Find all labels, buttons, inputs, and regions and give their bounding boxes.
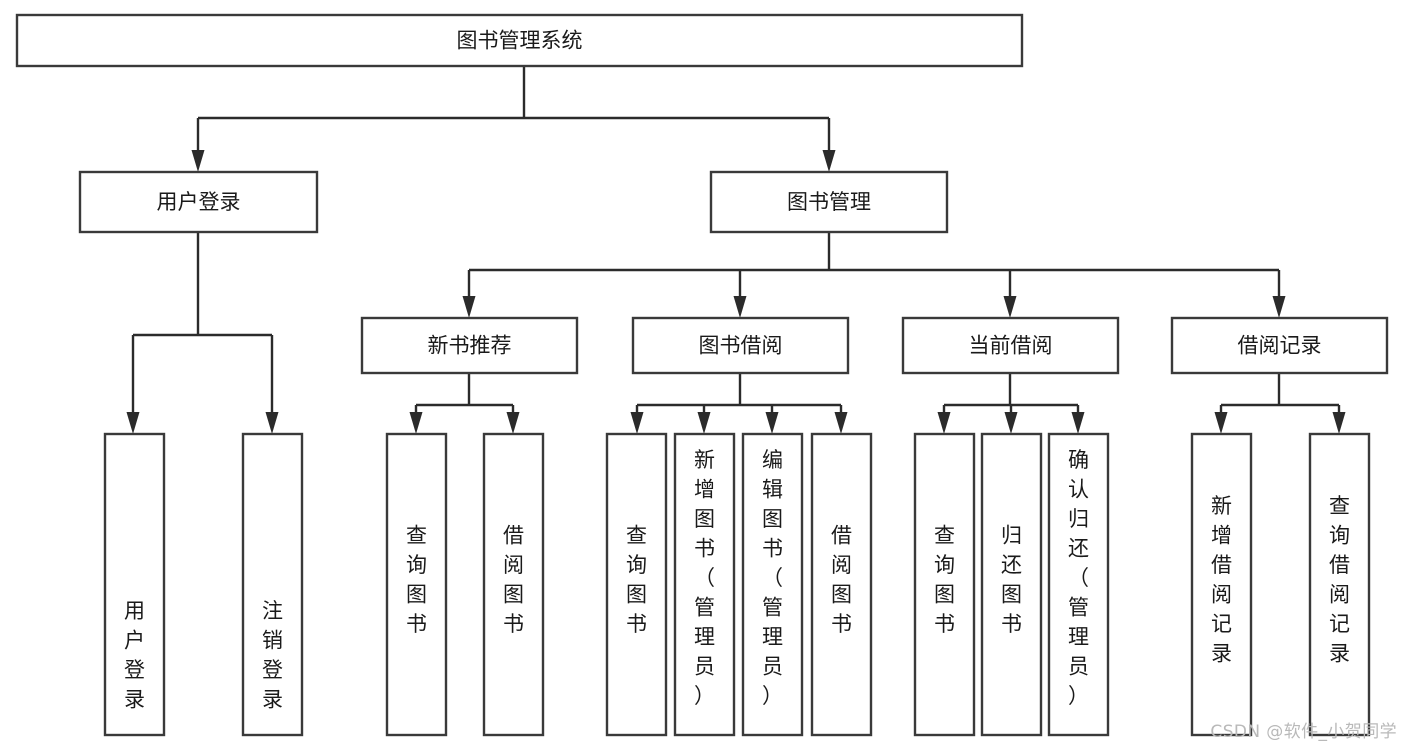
arrow-head-icon [1003, 296, 1017, 318]
node-label: 当前借阅 [969, 334, 1053, 358]
connector-layer [126, 66, 1346, 434]
node-label: 查询借阅记录 [1329, 494, 1350, 666]
level3-node-new-book-recommend[interactable]: 新书推荐 [360, 316, 579, 375]
node-box[interactable] [360, 316, 579, 375]
node-label: 用户登录 [124, 599, 145, 712]
level3-node-current-borrow[interactable]: 当前借阅 [901, 316, 1120, 375]
node-box[interactable] [482, 432, 545, 737]
connector-bus-new-book-recommend [409, 373, 520, 434]
node-label: 编辑图书（管理员） [762, 448, 783, 708]
leaf-node-leaf-query-borrow-record[interactable]: 查询借阅记录 [1308, 432, 1371, 737]
arrow-head-icon [733, 296, 747, 318]
node-label: 查询图书 [406, 524, 427, 637]
node-label: 用户登录 [157, 190, 241, 214]
arrow-head-icon [462, 296, 476, 318]
arrow-head-icon [506, 412, 520, 434]
arrow-head-icon [697, 412, 711, 434]
node-box[interactable] [78, 170, 319, 234]
node-box[interactable] [1170, 316, 1389, 375]
node-box[interactable] [709, 170, 949, 234]
node-box[interactable] [605, 432, 668, 737]
leaf-node-leaf-query-book-borrow[interactable]: 查询图书 [605, 432, 668, 737]
watermark-label: CSDN @软件_小贺同学 [1210, 722, 1397, 742]
leaf-node-leaf-add-borrow-record[interactable]: 新增借阅记录 [1190, 432, 1253, 737]
connector-bus-root [191, 66, 836, 172]
node-box[interactable] [241, 432, 304, 737]
arrow-head-icon [937, 412, 951, 434]
node-label: 借阅图书 [503, 524, 524, 637]
node-label: 图书管理系统 [457, 29, 583, 53]
node-label: 图书管理 [787, 190, 871, 214]
connector-bus-current-borrow [937, 373, 1085, 434]
node-box[interactable] [741, 432, 804, 737]
arrow-head-icon [409, 412, 423, 434]
node-box[interactable] [810, 432, 873, 737]
arrow-head-icon [1071, 412, 1085, 434]
node-box[interactable] [1308, 432, 1371, 737]
leaf-node-leaf-return-book[interactable]: 归还图书 [980, 432, 1043, 737]
leaf-node-leaf-user-login[interactable]: 用户登录 [103, 432, 166, 737]
node-box[interactable] [1047, 432, 1110, 737]
arrow-head-icon [126, 412, 140, 434]
node-box[interactable] [15, 13, 1024, 68]
node-box[interactable] [103, 432, 166, 737]
node-label: 图书借阅 [699, 334, 783, 358]
node-box[interactable] [1190, 432, 1253, 737]
node-label: 新增借阅记录 [1211, 494, 1232, 666]
arrow-head-icon [1004, 412, 1018, 434]
arrow-head-icon [191, 150, 205, 172]
arrow-head-icon [630, 412, 644, 434]
node-label: 借阅图书 [831, 524, 852, 637]
node-label: 查询图书 [934, 524, 955, 637]
arrow-head-icon [265, 412, 279, 434]
arrow-head-icon [765, 412, 779, 434]
node-label: 借阅记录 [1238, 334, 1322, 358]
node-label: 注销登录 [262, 599, 283, 712]
level3-node-book-borrow[interactable]: 图书借阅 [631, 316, 850, 375]
node-box[interactable] [980, 432, 1043, 737]
leaf-node-leaf-confirm-return-admin[interactable]: 确认归还（管理员） [1047, 432, 1110, 737]
node-box[interactable] [631, 316, 850, 375]
node-box[interactable] [901, 316, 1120, 375]
connector-bus-book-manage [462, 232, 1286, 318]
node-label: 新增图书（管理员） [694, 448, 715, 708]
leaf-node-leaf-borrow-book[interactable]: 借阅图书 [810, 432, 873, 737]
node-label: 新书推荐 [428, 334, 512, 358]
node-box[interactable] [913, 432, 976, 737]
leaf-node-leaf-logout-login[interactable]: 注销登录 [241, 432, 304, 737]
leaf-node-leaf-query-book-rec[interactable]: 查询图书 [385, 432, 448, 737]
leaf-node-leaf-add-book-admin[interactable]: 新增图书（管理员） [673, 432, 736, 737]
arrow-head-icon [1272, 296, 1286, 318]
leaf-node-leaf-edit-book-admin[interactable]: 编辑图书（管理员） [741, 432, 804, 737]
level3-node-borrow-record[interactable]: 借阅记录 [1170, 316, 1389, 375]
arrow-head-icon [834, 412, 848, 434]
arrow-head-icon [1214, 412, 1228, 434]
connector-bus-book-borrow [630, 373, 848, 434]
arrow-head-icon [822, 150, 836, 172]
arrow-head-icon [1332, 412, 1346, 434]
level2-node-book-manage[interactable]: 图书管理 [709, 170, 949, 234]
node-label: 确认归还（管理员） [1068, 448, 1089, 708]
connector-bus-borrow-record [1214, 373, 1346, 434]
node-label: 归还图书 [1001, 524, 1022, 637]
leaf-node-leaf-query-book-current[interactable]: 查询图书 [913, 432, 976, 737]
node-label: 查询图书 [626, 524, 647, 637]
root-node-root[interactable]: 图书管理系统 [15, 13, 1024, 68]
node-box[interactable] [385, 432, 448, 737]
node-box[interactable] [673, 432, 736, 737]
leaf-node-leaf-borrow-book-rec[interactable]: 借阅图书 [482, 432, 545, 737]
connector-bus-user-login [126, 232, 279, 434]
level2-node-user-login[interactable]: 用户登录 [78, 170, 319, 234]
